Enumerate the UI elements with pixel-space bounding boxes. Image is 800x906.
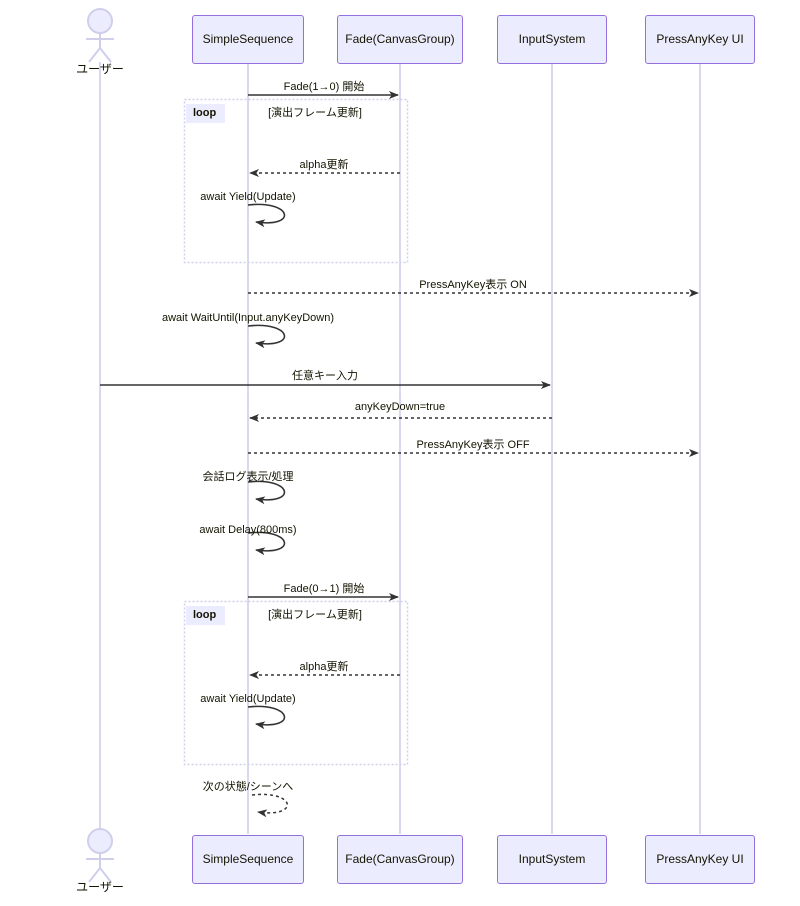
participant-box-pressanykey-bottom[interactable]: PressAnyKey UI (645, 835, 755, 884)
participant-box-sequence-bottom[interactable]: SimpleSequence (192, 835, 304, 884)
participant-box-sequence-top[interactable]: SimpleSequence (192, 15, 304, 64)
message-label-yield-1: await Yield(Update) (200, 191, 296, 203)
participant-box-input-top[interactable]: InputSystem (497, 15, 607, 64)
actor-label-top: ユーザー (76, 62, 124, 76)
message-label-pressanykey-off: PressAnyKey表示 OFF (416, 439, 530, 451)
participant-label: SimpleSequence (202, 852, 294, 867)
message-label-delay: await Delay(800ms) (199, 524, 297, 536)
participant-box-pressanykey-top[interactable]: PressAnyKey UI (645, 15, 755, 64)
message-self-yield-1 (247, 203, 286, 228)
actor-figure-top (86, 8, 114, 63)
message-label-pressanykey-on: PressAnyKey表示 ON (419, 279, 527, 291)
lifelines (99, 62, 701, 834)
participant-label: PressAnyKey UI (656, 32, 744, 47)
message-label-waituntil: await WaitUntil(Input.anyKeyDown) (162, 312, 334, 324)
loop-tag-2: loop (186, 606, 226, 625)
loop-condition-2: [演出フレーム更新] (268, 609, 362, 621)
message-label-fade-start-2: Fade(0→1) 開始 (283, 583, 365, 595)
participant-box-fade-bottom[interactable]: Fade(CanvasGroup) (337, 835, 463, 884)
message-label-yield-2: await Yield(Update) (200, 693, 296, 705)
message-self-waituntil (247, 324, 286, 349)
loop-frame-2 (183, 600, 409, 766)
participant-box-input-bottom[interactable]: InputSystem (497, 835, 607, 884)
actor-figure-bottom (86, 828, 114, 883)
message-label-fade-start-1: Fade(1→0) 開始 (283, 81, 365, 93)
participant-label: Fade(CanvasGroup) (345, 32, 455, 47)
participant-label: InputSystem (518, 852, 586, 867)
message-label-anykey-input: 任意キー入力 (292, 370, 358, 382)
message-label-next-scene: 次の状態/シーンへ (202, 781, 294, 793)
message-self-delay (247, 531, 286, 556)
message-label-anykeydown-true: anyKeyDown=true (354, 401, 446, 413)
message-self-next-scene (251, 793, 289, 818)
message-label-log: 会話ログ表示/処理 (202, 471, 294, 483)
participant-label: SimpleSequence (202, 32, 294, 47)
message-self-yield-2 (247, 705, 286, 730)
message-label-alpha-update-2: alpha更新 (299, 661, 349, 673)
loop-frame-1 (183, 98, 409, 264)
loop-tag-1: loop (186, 104, 226, 123)
participant-label: PressAnyKey UI (656, 852, 744, 867)
message-self-log (247, 480, 286, 505)
participant-box-fade-top[interactable]: Fade(CanvasGroup) (337, 15, 463, 64)
participant-label: InputSystem (518, 32, 586, 47)
actor-label-bottom: ユーザー (76, 880, 124, 894)
participant-label: Fade(CanvasGroup) (345, 852, 455, 867)
message-label-alpha-update-1: alpha更新 (299, 159, 349, 171)
loop-condition-1: [演出フレーム更新] (268, 107, 362, 119)
